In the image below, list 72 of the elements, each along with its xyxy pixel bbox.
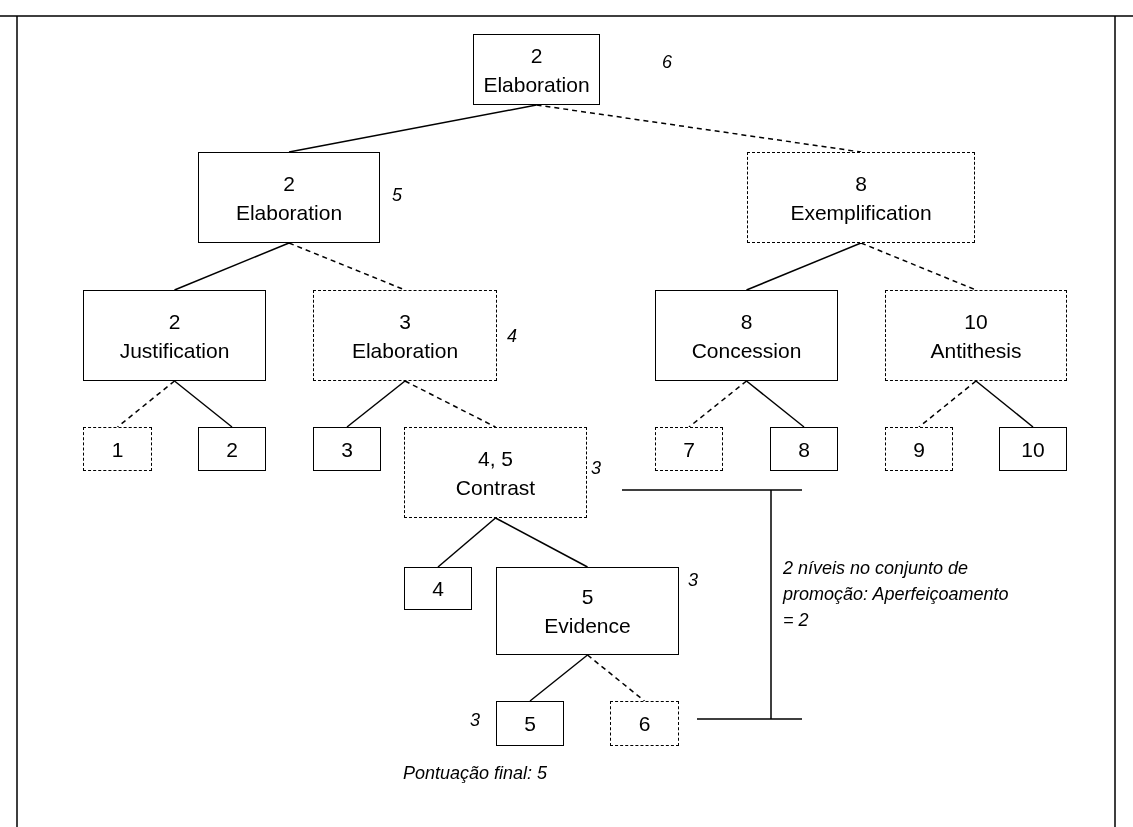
connector-line xyxy=(586,654,646,702)
span-number: 9 xyxy=(913,436,925,463)
relation-name: Justification xyxy=(119,337,230,364)
relation-box xyxy=(404,567,472,610)
span-number: 6 xyxy=(638,711,651,737)
connector-line xyxy=(288,104,538,153)
relation-name: Elaboration xyxy=(483,71,590,98)
relation-name: Contrast xyxy=(455,474,536,501)
relation-box xyxy=(313,290,497,381)
relation-box xyxy=(83,290,266,381)
connector-line xyxy=(173,380,233,428)
connector-line xyxy=(346,380,406,428)
span-number: 3 xyxy=(399,308,411,335)
connector-line xyxy=(529,654,589,702)
relation-box xyxy=(496,567,679,655)
relation-box xyxy=(198,427,266,471)
connector-line xyxy=(975,380,1034,428)
relation-box xyxy=(313,427,381,471)
connector-line xyxy=(688,380,748,428)
connector-line xyxy=(918,380,977,428)
connector-line xyxy=(745,242,862,291)
relation-name: Evidence xyxy=(544,613,631,639)
relation-box xyxy=(747,152,975,243)
nuclearity-score: 5 xyxy=(392,185,402,206)
relation-box xyxy=(885,290,1067,381)
span-number: 3 xyxy=(341,436,353,463)
relation-box xyxy=(473,34,600,105)
nuclearity-score: 6 xyxy=(662,52,672,73)
relation-name: Exemplification xyxy=(790,199,932,226)
connector-line xyxy=(173,242,290,291)
span-number: 8 xyxy=(855,170,867,197)
relation-box xyxy=(610,701,679,746)
span-number: 4, 5 xyxy=(478,445,513,472)
relation-box xyxy=(770,427,838,471)
connector-line xyxy=(860,242,977,291)
span-number: 2 xyxy=(283,170,295,197)
span-number: 4 xyxy=(432,576,444,602)
span-number: 10 xyxy=(1021,436,1045,463)
nuclearity-score: 4 xyxy=(507,326,517,347)
span-number: 5 xyxy=(524,711,536,737)
relation-name: Elaboration xyxy=(351,337,459,364)
annotation-note: Pontuação final: 5 xyxy=(403,762,549,785)
span-number: 2 xyxy=(168,308,181,335)
relation-name: Elaboration xyxy=(235,199,343,226)
span-number: 1 xyxy=(111,436,124,463)
relation-box xyxy=(83,427,152,471)
connector-line xyxy=(116,380,176,428)
relation-box xyxy=(999,427,1067,471)
relation-box xyxy=(655,427,723,471)
relation-box xyxy=(885,427,953,471)
relation-box xyxy=(496,701,564,746)
connector-line xyxy=(437,517,497,568)
span-number: 8 xyxy=(798,436,810,463)
relation-name: Antithesis xyxy=(930,337,1022,364)
span-number: 5 xyxy=(581,584,594,610)
relation-name: Concession xyxy=(691,337,802,364)
connector-line xyxy=(745,380,805,428)
nuclearity-score: 3 xyxy=(591,458,601,479)
span-number: 8 xyxy=(740,308,753,335)
relation-box xyxy=(655,290,838,381)
span-number: 2 xyxy=(226,436,238,463)
span-number: 7 xyxy=(683,436,695,463)
span-number: 10 xyxy=(964,308,988,335)
relation-box xyxy=(404,427,587,518)
relation-box xyxy=(198,152,380,243)
connector-line xyxy=(535,104,862,153)
nuclearity-score: 3 xyxy=(688,570,698,591)
nuclearity-score: 3 xyxy=(470,710,480,731)
connector-line xyxy=(404,380,497,428)
connector-line xyxy=(494,517,589,568)
annotation-note: 2 níveis no conjunto de promoção: Aperfeiçoamento = 2 xyxy=(783,557,1010,632)
span-number: 2 xyxy=(530,42,543,69)
